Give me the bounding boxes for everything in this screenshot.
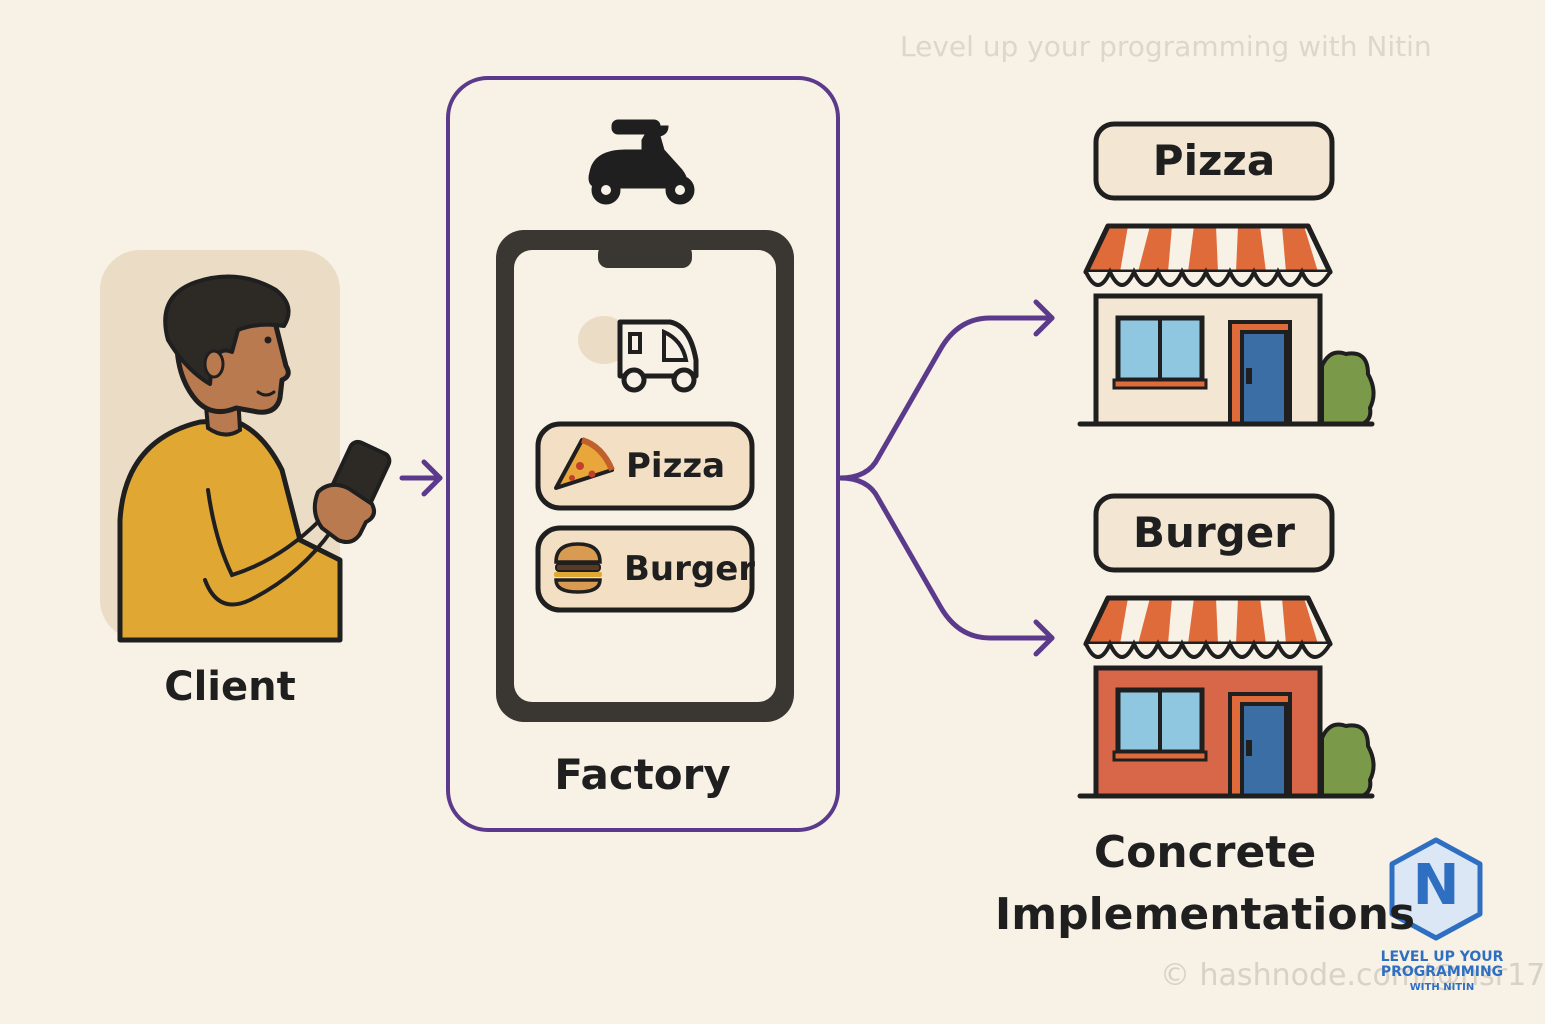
client-figure [100, 250, 392, 643]
burger-sign-wrapper: Burger [1096, 496, 1332, 570]
brand-line-2: PROGRAMMING [1380, 964, 1504, 980]
client-to-factory-arrow [399, 459, 443, 497]
pizza-option-button[interactable] [535, 421, 755, 511]
implementations-label-line2: Implementations [994, 889, 1416, 940]
burger-store-label: Burger [1133, 508, 1295, 557]
implementations-label-line1: Concrete [1093, 827, 1317, 878]
burger-icon [554, 542, 602, 594]
client-label: Client [164, 664, 296, 710]
brand-tagline: LEVEL UP YOUR PROGRAMMING WITH NITIN [1362, 950, 1522, 995]
burger-storefront-icon [1077, 595, 1376, 799]
pizza-option-label: Pizza [626, 446, 726, 486]
pizza-sign-wrapper: Pizza [1096, 124, 1332, 198]
burger-option-label: Burger [624, 549, 756, 589]
pizza-store-sign [1093, 121, 1335, 201]
top-watermark: Level up your programming with Nitin [900, 30, 1432, 63]
burger-store-sign [1093, 493, 1335, 573]
brand-line-1: LEVEL UP YOUR [1380, 949, 1504, 965]
factory-to-implementations-arrows [837, 299, 1055, 657]
delivery-van-icon [578, 316, 699, 393]
factory-label: Factory [554, 750, 731, 799]
copyright-text: © hashnode.com/@nsr17 [1160, 958, 1545, 993]
pizza-storefront-icon [1077, 223, 1376, 427]
logo-letter: N [1413, 853, 1460, 918]
implementations-label: Concrete Implementations [980, 822, 1430, 946]
burger-option-button[interactable] [535, 525, 755, 613]
scooter-icon [588, 119, 695, 205]
nitin-logo-icon: N [1389, 837, 1483, 941]
brand-line-3: WITH NITIN [1409, 982, 1475, 993]
pizza-store-label: Pizza [1152, 136, 1276, 185]
factory-container [446, 76, 840, 832]
pizza-slice-icon [554, 437, 615, 490]
